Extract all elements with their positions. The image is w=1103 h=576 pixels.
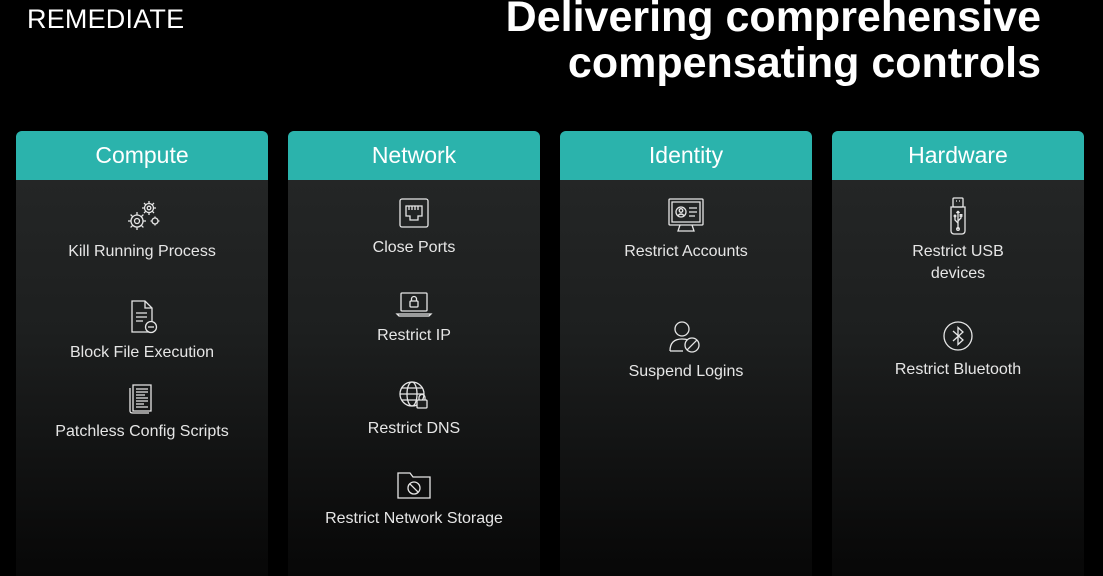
user-blocked-icon: [666, 319, 706, 355]
bluetooth-icon: [938, 319, 978, 353]
control-label: Kill Running Process: [68, 243, 216, 260]
control-label: Restrict Accounts: [624, 243, 748, 260]
control-label: Restrict Network Storage: [325, 510, 503, 527]
column-header-hardware: Hardware: [832, 131, 1084, 180]
usb-icon: [938, 197, 978, 235]
control-restrict-bluetooth: Restrict Bluetooth: [832, 319, 1084, 381]
column-hardware: Hardware Restrict USB devices Restrict B…: [832, 131, 1084, 576]
folder-blocked-icon: [394, 468, 434, 502]
column-header-compute: Compute: [16, 131, 268, 180]
control-label: Restrict DNS: [367, 420, 461, 437]
column-header-identity: Identity: [560, 131, 812, 180]
column-header-network: Network: [288, 131, 540, 180]
column-compute: Compute Kill Running Process: [16, 131, 268, 576]
laptop-lock-icon: [394, 289, 434, 319]
control-kill-running-process: Kill Running Process: [16, 197, 268, 263]
control-restrict-ip: Restrict IP: [288, 289, 540, 347]
control-restrict-accounts: Restrict Accounts: [560, 197, 812, 263]
page-title-line-2: compensating controls: [567, 39, 1041, 87]
control-suspend-logins: Suspend Logins: [560, 319, 812, 383]
section-eyebrow: REMEDIATE: [27, 4, 185, 34]
gears-icon: [122, 197, 162, 235]
page-title-line-1: Delivering comprehensive: [505, 0, 1041, 41]
control-label: Block File Execution: [69, 344, 215, 361]
control-restrict-network-storage: Restrict Network Storage: [288, 468, 540, 530]
control-label: Close Ports: [372, 239, 456, 256]
control-label: Suspend Logins: [628, 363, 744, 380]
control-label: Restrict USB devices: [912, 243, 1004, 282]
control-label: Patchless Config Scripts: [55, 423, 229, 440]
control-block-file-execution: Block File Execution: [16, 298, 268, 364]
control-columns: Compute Kill Running Process: [16, 131, 1084, 576]
monitor-user-icon: [666, 197, 706, 235]
control-restrict-dns: Restrict DNS: [288, 378, 540, 440]
column-identity: Identity Restrict Accounts Suspend: [560, 131, 812, 576]
page-title: Delivering comprehensive compensating co…: [506, 0, 1041, 86]
script-icon: [122, 381, 162, 415]
control-restrict-usb-devices: Restrict USB devices: [832, 197, 1084, 285]
control-label: Restrict Bluetooth: [894, 361, 1022, 378]
file-blocked-icon: [122, 298, 162, 336]
control-label: Restrict IP: [377, 327, 451, 344]
control-patchless-config-scripts: Patchless Config Scripts: [16, 381, 268, 443]
control-close-ports: Close Ports: [288, 197, 540, 259]
ethernet-port-icon: [394, 197, 434, 231]
column-network: Network Close Ports Restrict IP: [288, 131, 540, 576]
globe-lock-icon: [394, 378, 434, 412]
